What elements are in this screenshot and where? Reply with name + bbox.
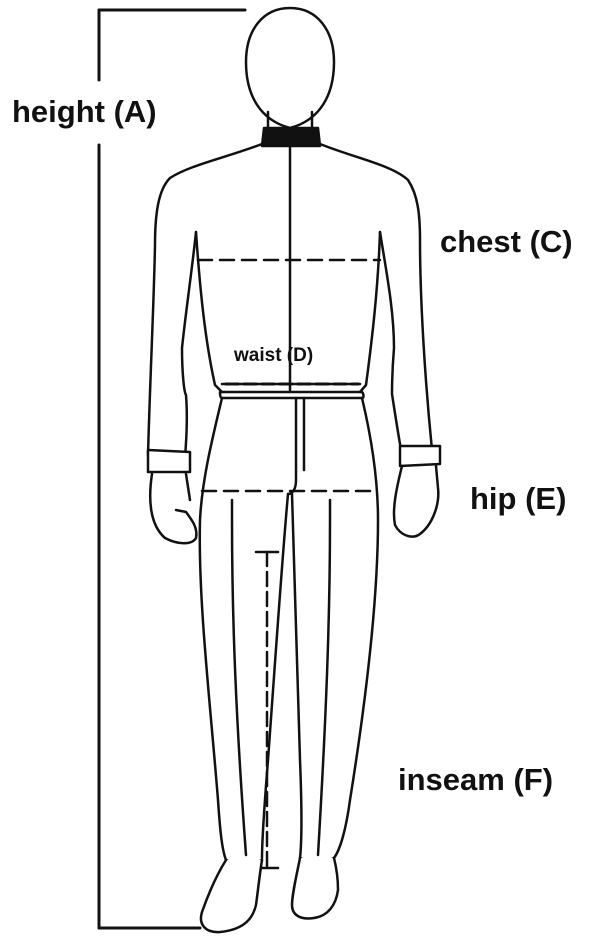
left-shoe bbox=[201, 860, 262, 932]
trouser-crease-left bbox=[232, 500, 246, 855]
left-cuff bbox=[148, 450, 190, 472]
waistband bbox=[220, 384, 364, 398]
right-shoe bbox=[292, 858, 338, 918]
left-hand bbox=[150, 474, 196, 543]
trouser-crease-right bbox=[318, 500, 330, 855]
waist-label: waist (D) bbox=[234, 346, 313, 365]
chest-label: chest (C) bbox=[440, 226, 573, 257]
head bbox=[246, 8, 334, 128]
inseam-label: inseam (F) bbox=[398, 764, 553, 795]
height-label: height (A) bbox=[12, 96, 157, 127]
left-arm-inner bbox=[196, 232, 222, 392]
right-arm-inner bbox=[360, 232, 380, 392]
hip-label: hip (E) bbox=[470, 483, 566, 514]
collar bbox=[262, 128, 320, 146]
right-cuff bbox=[400, 446, 440, 466]
inseam-measure-line bbox=[256, 552, 278, 868]
right-hand bbox=[394, 466, 438, 537]
trouser-fly bbox=[288, 398, 304, 494]
trouser-outline bbox=[200, 398, 378, 860]
